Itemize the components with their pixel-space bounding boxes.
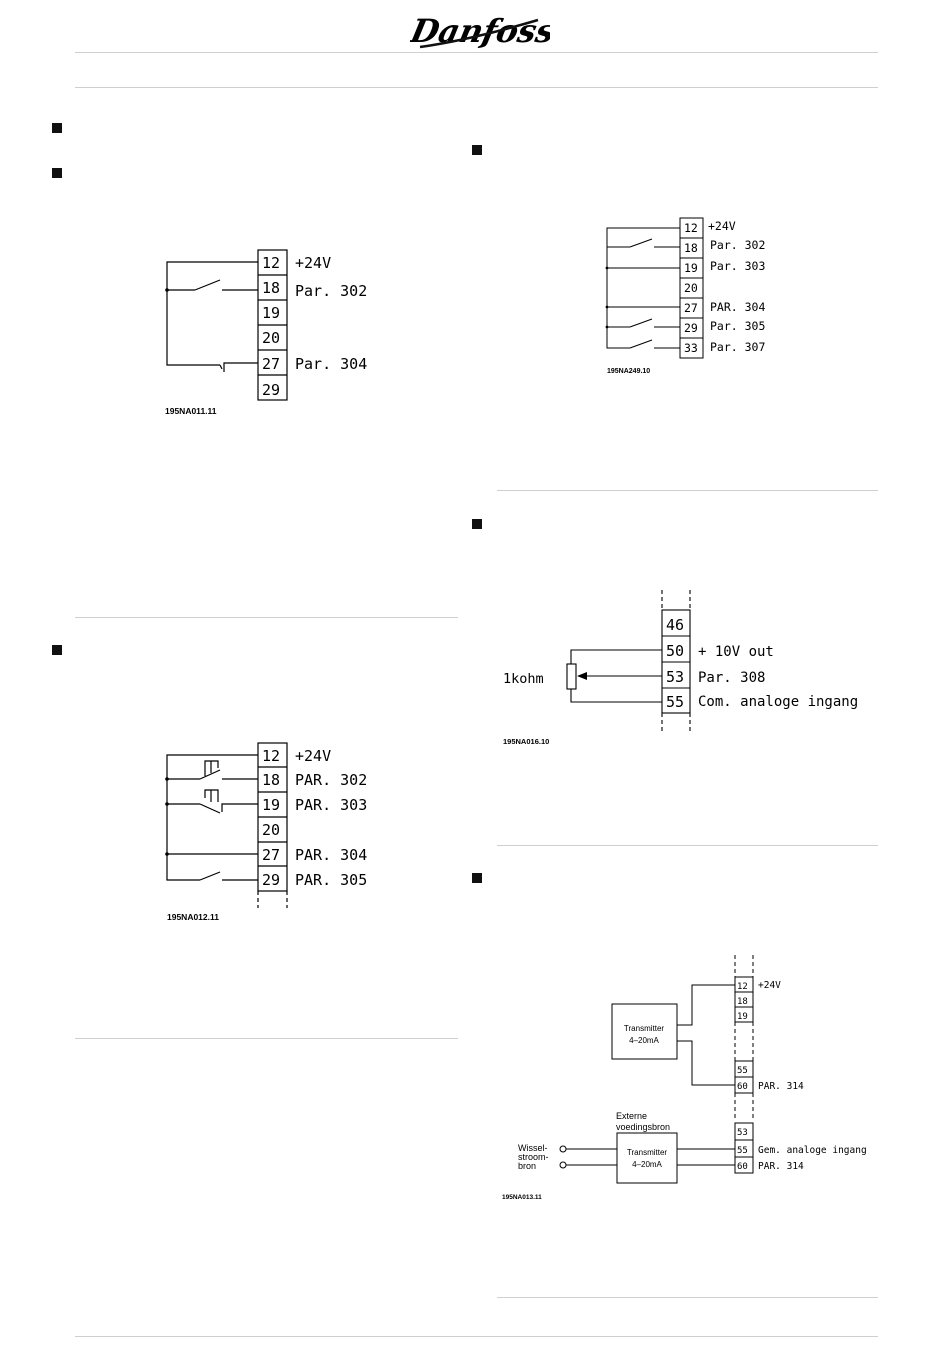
terminal-27: 27 [262,355,280,373]
terminal-20: 20 [262,821,280,839]
section-bullet [52,168,62,178]
terminal-60: 60 [737,1162,748,1172]
terminal-55: 55 [737,1066,748,1076]
figure-code: 195NA013.11 [502,1194,542,1201]
terminal-55: 55 [737,1146,748,1156]
figure-code: 195NA012.11 [167,912,219,922]
label-par-302: Par. 302 [710,238,765,252]
header-rule-top [75,52,878,53]
logo-text: Danfoss [410,12,550,50]
external-supply-label: Externe [616,1111,647,1121]
terminal-12: 12 [737,982,748,992]
terminal-19: 19 [684,261,698,275]
footer-rule [75,1336,878,1337]
danfoss-logo: Danfoss [406,0,558,60]
section-bullet [52,645,62,655]
terminal-53: 53 [666,668,684,686]
terminal-20: 20 [684,281,698,295]
label-analog-common: Com. analoge ingang [698,694,858,710]
ac-source-label: stroom- [518,1152,549,1162]
terminal-29: 29 [684,321,698,335]
terminal-50: 50 [666,642,684,660]
terminal-27: 27 [262,846,280,864]
label-par-308: Par. 308 [698,670,765,686]
transmitter-label: Transmitter [627,1148,667,1157]
label-24v: +24V [295,747,331,765]
label-analog-common: Gem. analoge ingang [758,1145,867,1156]
label-24v: +24V [295,254,331,272]
section-bullet [472,519,482,529]
label-par-304: PAR. 304 [295,846,367,864]
wiring-diagram-pulse-start: 12 18 19 20 27 29 +24V PAR. 302 PAR. 303… [165,742,367,922]
section-divider [497,845,878,846]
terminal-27: 27 [684,301,698,315]
label-par-302: PAR. 302 [295,771,367,789]
section-divider [75,1038,458,1039]
terminal-12: 12 [684,221,698,235]
terminal-18: 18 [684,241,698,255]
wiring-diagram-start-stop: 12 18 19 20 27 29 +24V Par. 302 Par. 304… [165,249,367,416]
label-par-303: Par. 303 [710,259,765,273]
wiring-diagram-potentiometer: 46 50 53 55 + 10V out Par. 308 Com. anal… [503,590,858,746]
label-10v-out: + 10V out [698,644,774,660]
section-divider [75,617,458,618]
terminal-20: 20 [262,329,280,347]
terminal-12: 12 [262,747,280,765]
terminal-19: 19 [737,1012,748,1022]
label-par-314: PAR. 314 [758,1161,804,1172]
external-supply-label: voedingsbron [616,1122,670,1132]
section-divider [497,490,878,491]
label-par-305: PAR. 305 [295,871,367,889]
terminal-55: 55 [666,693,684,711]
terminal-33: 33 [684,341,698,355]
label-par-304: PAR. 304 [710,300,765,314]
resistor-label: 1kohm [503,671,544,687]
terminal-19: 19 [262,796,280,814]
figure-code: 195NA249.10 [607,368,650,375]
terminal-29: 29 [262,381,280,399]
transmitter-range: 4–20mA [629,1036,659,1045]
label-par-304: Par. 304 [295,355,367,373]
terminal-12: 12 [262,254,280,272]
transmitter-range: 4–20mA [632,1160,662,1169]
terminal-18: 18 [262,279,280,297]
label-par-302: Par. 302 [295,282,367,300]
terminal-60: 60 [737,1082,748,1092]
ac-source-label: bron [518,1161,536,1171]
section-bullet [472,145,482,155]
terminal-53: 53 [737,1128,748,1138]
header-rule-bottom [75,87,878,88]
terminal-18: 18 [262,771,280,789]
transmitter-label: Transmitter [624,1024,664,1033]
wiring-diagram-transmitter: 12 18 19 55 60 53 55 60 +24V PAR. 314 Ge… [502,955,867,1201]
terminal-19: 19 [262,304,280,322]
figure-code: 195NA011.11 [165,406,217,416]
label-24v: +24V [758,980,781,991]
ac-source-label: Wissel- [518,1143,548,1153]
terminal-18: 18 [737,997,748,1007]
label-par-314: PAR. 314 [758,1081,804,1092]
wiring-diagram-speed-up-down: 12 18 19 20 27 29 33 +24V Par. 302 Par. … [605,217,765,375]
label-par-303: PAR. 303 [295,796,367,814]
section-bullet [52,123,62,133]
label-par-305: Par. 305 [710,319,765,333]
terminal-46: 46 [666,616,684,634]
section-divider [497,1297,878,1298]
terminal-29: 29 [262,871,280,889]
section-bullet [472,873,482,883]
label-24v: +24V [708,219,736,233]
figure-code: 195NA016.10 [503,737,549,746]
label-par-307: Par. 307 [710,340,765,354]
